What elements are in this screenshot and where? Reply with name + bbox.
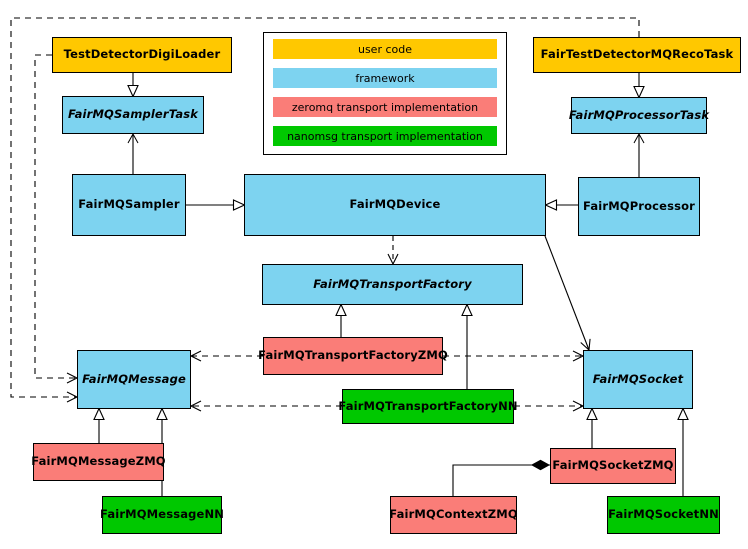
node-label: FairMQDevice	[349, 197, 441, 212]
node-fairmqprocessortask[interactable]: FairMQProcessorTask	[568, 97, 710, 134]
node-testdetectordigiloader[interactable]: TestDetectorDigiLoader	[52, 37, 232, 73]
legend: user code framework zeromq transport imp…	[263, 32, 507, 155]
edge-recotask-message	[10, 17, 640, 403]
edge-device-socket	[544, 235, 591, 352]
node-label: FairMQTransportFactory	[313, 276, 472, 291]
node-label: FairTestDetectorMQRecoTask	[540, 47, 734, 62]
node-fairmqmessage[interactable]: FairMQMessage	[77, 350, 191, 409]
legend-item-nanomsg: nanomsg transport implementation	[273, 126, 497, 146]
node-fairmqsocketnn[interactable]: FairMQSocketNN	[607, 496, 720, 534]
node-fairmqtransportfactorynn[interactable]: FairMQTransportFactoryNN	[338, 389, 518, 424]
node-fairmqdevice[interactable]: FairMQDevice	[244, 174, 546, 236]
legend-item-zeromq: zeromq transport implementation	[273, 97, 497, 117]
node-fairmqtransportfactoryzmq[interactable]: FairMQTransportFactoryZMQ	[258, 337, 448, 375]
legend-label-zeromq: zeromq transport implementation	[291, 100, 479, 114]
edge-digiloader-message	[34, 54, 79, 384]
node-label: FairMQTransportFactoryNN	[338, 398, 518, 413]
node-label: FairMQProcessorTask	[568, 107, 710, 122]
node-label: FairMQMessage	[82, 371, 186, 386]
node-label: FairMQProcessor	[583, 198, 695, 213]
node-fairmqsocket[interactable]: FairMQSocket	[583, 350, 693, 409]
node-fairmqprocessor[interactable]: FairMQProcessor	[578, 177, 700, 236]
edge-contextzmq-socketzmq	[452, 465, 550, 496]
node-label: FairMQSocketNN	[608, 507, 719, 522]
node-fairmqsampler[interactable]: FairMQSampler	[72, 174, 186, 236]
node-fairmqmessagenn[interactable]: FairMQMessageNN	[100, 496, 224, 534]
node-fairmqcontextzmq[interactable]: FairMQContextZMQ	[389, 496, 518, 534]
node-fairmqsamplertask[interactable]: FairMQSamplerTask	[62, 96, 204, 134]
legend-item-user-code: user code	[273, 39, 497, 59]
legend-label-user-code: user code	[357, 42, 413, 56]
legend-label-nanomsg: nanomsg transport implementation	[287, 129, 483, 143]
node-label: TestDetectorDigiLoader	[63, 47, 221, 62]
node-label: FairMQSocket	[592, 371, 684, 386]
legend-item-framework: framework	[273, 68, 497, 88]
node-label: FairMQTransportFactoryZMQ	[258, 348, 448, 363]
node-fairmqmessagezmq[interactable]: FairMQMessageZMQ	[31, 443, 166, 481]
node-label: FairMQMessageZMQ	[31, 454, 166, 469]
node-label: FairMQContextZMQ	[389, 507, 518, 522]
node-label: FairMQMessageNN	[100, 507, 224, 522]
node-fairmqtransportfactory[interactable]: FairMQTransportFactory	[262, 264, 523, 305]
node-label: FairMQSamplerTask	[67, 107, 199, 122]
node-label: FairMQSocketZMQ	[552, 458, 674, 473]
node-fairmqsocketzmq[interactable]: FairMQSocketZMQ	[550, 448, 676, 484]
legend-label-framework: framework	[355, 71, 415, 85]
node-fairtestdetectormqrecotask[interactable]: FairTestDetectorMQRecoTask	[533, 37, 741, 73]
node-label: FairMQSampler	[78, 197, 180, 212]
